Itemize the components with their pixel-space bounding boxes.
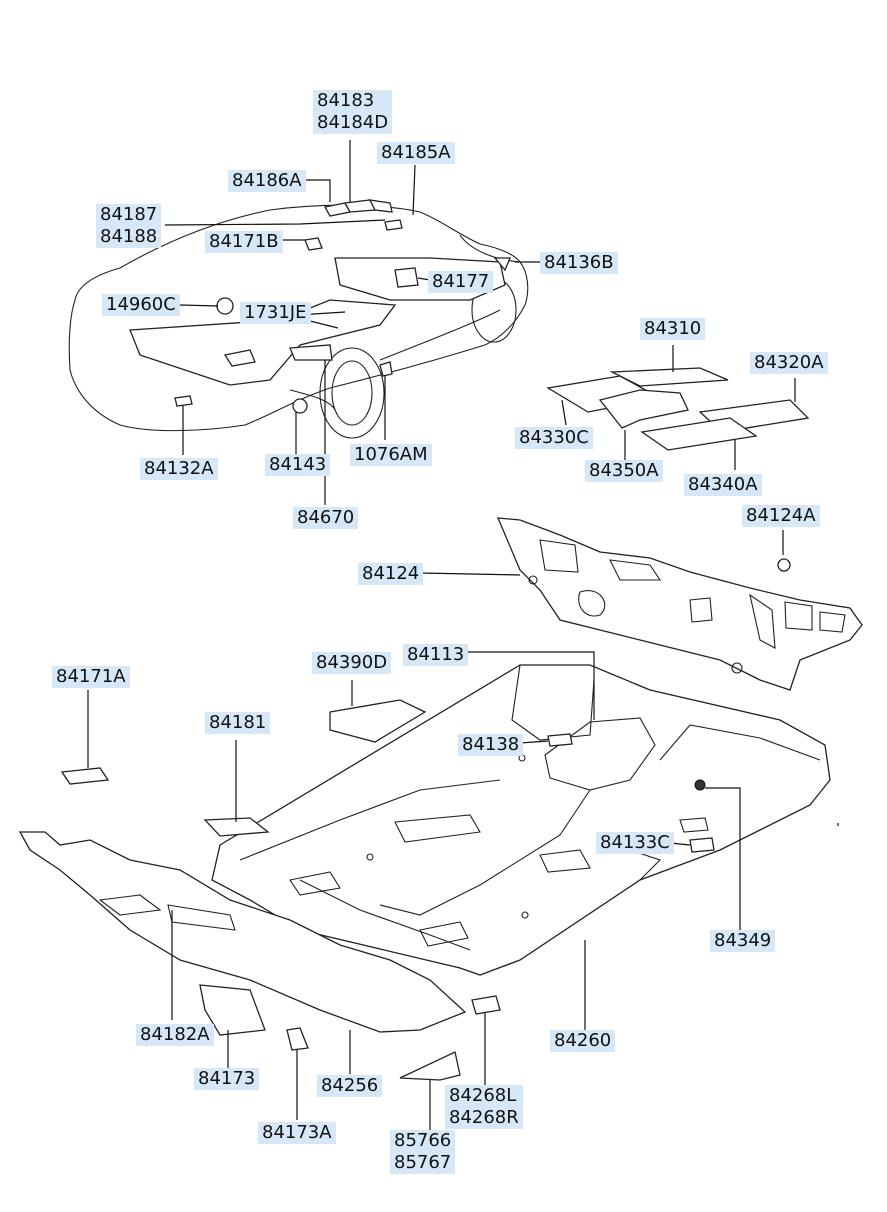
leader-lines: [87, 140, 839, 1130]
part-label-84182a[interactable]: 84182A: [136, 1024, 214, 1046]
part-label-84132a[interactable]: 84132A: [140, 458, 218, 480]
front-carpet: [18, 831, 467, 1081]
dash-insulator: [496, 517, 863, 691]
part-label-84185a[interactable]: 84185A: [377, 142, 455, 164]
part-label-84173[interactable]: 84173: [194, 1068, 260, 1090]
part-label-84138[interactable]: 84138: [458, 734, 524, 756]
part-label-84256[interactable]: 84256: [317, 1075, 383, 1097]
part-label-1731je[interactable]: 1731JE: [240, 302, 311, 324]
part-label-84183-84184d[interactable]: 84183 84184D: [313, 90, 393, 134]
part-label-84143[interactable]: 84143: [265, 454, 331, 476]
part-label-14960c[interactable]: 14960C: [102, 294, 180, 316]
part-label-84187-84188[interactable]: 84187 84188: [96, 204, 162, 248]
part-label-84113[interactable]: 84113: [403, 644, 469, 666]
part-label-84124a[interactable]: 84124A: [742, 505, 820, 527]
part-label-84350a[interactable]: 84350A: [585, 460, 663, 482]
part-label-84320a[interactable]: 84320A: [750, 352, 828, 374]
part-label-84260[interactable]: 84260: [550, 1030, 616, 1052]
part-label-84340a[interactable]: 84340A: [684, 474, 762, 496]
part-label-84330c[interactable]: 84330C: [515, 427, 593, 449]
trunk-trims: [129, 257, 511, 414]
part-label-84136b[interactable]: 84136B: [540, 252, 618, 274]
part-label-84186a[interactable]: 84186A: [228, 170, 306, 192]
insulator-pads: [546, 367, 810, 451]
part-label-84181[interactable]: 84181: [205, 712, 271, 734]
part-label-1076am[interactable]: 1076AM: [350, 444, 432, 466]
part-label-84310[interactable]: 84310: [640, 318, 706, 340]
part-label-84177[interactable]: 84177: [428, 271, 494, 293]
loose-pads: [60, 699, 715, 1015]
part-label-84173a[interactable]: 84173A: [258, 1122, 336, 1144]
part-label-84171b[interactable]: 84171B: [205, 231, 283, 253]
part-label-84670[interactable]: 84670: [293, 507, 359, 529]
roof-pads: [304, 199, 403, 251]
part-label-84268l-84268r[interactable]: 84268L 84268R: [445, 1085, 523, 1129]
part-label-84349[interactable]: 84349: [710, 930, 776, 952]
part-label-85766-85767[interactable]: 85766 85767: [390, 1130, 456, 1174]
part-label-84133c[interactable]: 84133C: [596, 832, 674, 854]
part-label-84124[interactable]: 84124: [358, 563, 424, 585]
part-label-84171a[interactable]: 84171A: [52, 666, 130, 688]
part-label-84390d[interactable]: 84390D: [312, 652, 392, 674]
